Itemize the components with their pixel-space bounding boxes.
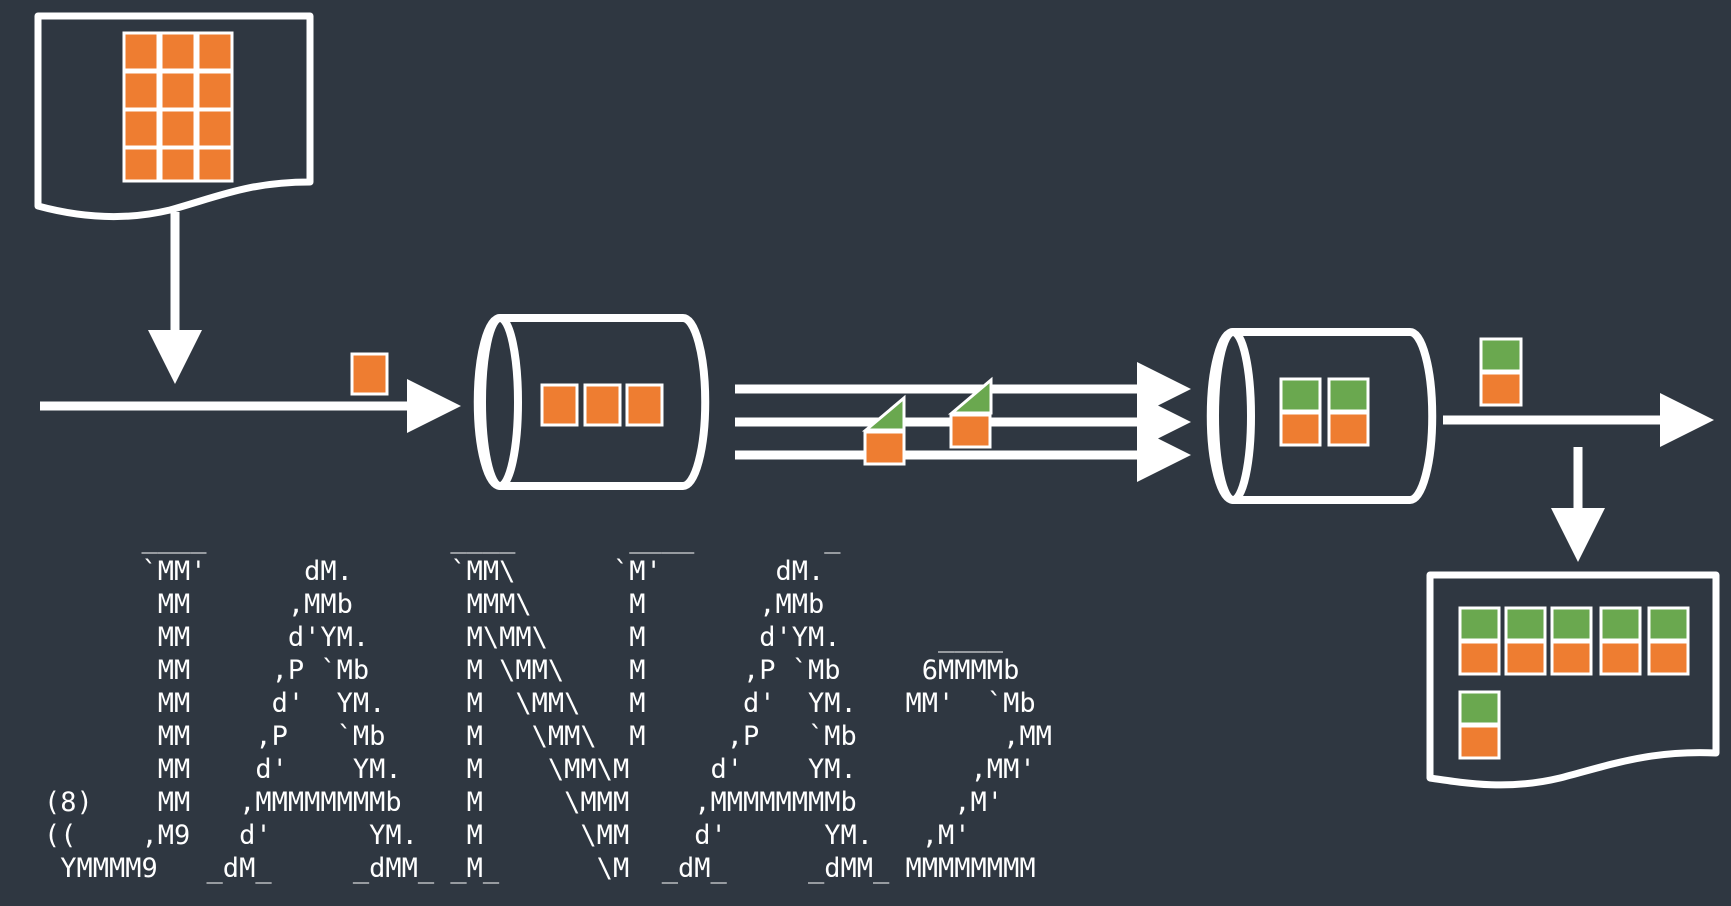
record-in-flight — [350, 352, 389, 396]
ascii-art-line: ____ ____ ____ _ — [44, 523, 841, 554]
queued-record — [540, 383, 579, 427]
source-cell — [196, 70, 234, 111]
ascii-art-line: YMMMM9 _dM_ _dMM_ _M_ \M _dM_ _dMM_ MMMM… — [44, 853, 1036, 884]
second-queue-cylinder — [1206, 328, 1437, 504]
queued-record — [625, 383, 664, 427]
queued-record — [583, 383, 622, 427]
output-cell-green — [1599, 606, 1642, 642]
output-record-top — [1479, 337, 1523, 373]
ascii-art-line: `MM' dM. `MM\ `M' dM. — [44, 556, 825, 587]
output-cell-orange — [1504, 640, 1547, 676]
queue-mouth — [1211, 328, 1255, 504]
source-cell — [196, 146, 234, 183]
source-cell — [159, 31, 197, 72]
ascii-art-line: MM d'YM. M\MM\ M d'YM. ____ — [44, 622, 1004, 653]
output-cell-orange — [1647, 640, 1690, 676]
output-record-bottom — [1479, 371, 1523, 407]
orange-block — [949, 413, 992, 449]
queue-mouth — [478, 314, 522, 490]
ascii-art-line: (( ,M9 d' YM. M \MM d' YM. ,M' — [44, 820, 971, 851]
source-cell — [159, 146, 197, 183]
enriching-record — [947, 376, 993, 449]
output-cell-orange — [1550, 640, 1593, 676]
source-cell — [159, 70, 197, 111]
output-cell-orange — [1599, 640, 1642, 676]
output-record — [1479, 337, 1523, 407]
output-cell-green — [1647, 606, 1690, 642]
ascii-art-line: MM ,MMb MMM\ M ,MMb — [44, 589, 825, 620]
partial-green-block — [861, 394, 906, 432]
source-cell — [122, 31, 160, 72]
output-document-icon — [1426, 571, 1720, 789]
output-cell-green — [1504, 606, 1547, 642]
orange-block — [863, 430, 906, 466]
enriched-top — [1279, 377, 1322, 413]
enriching-record — [861, 394, 906, 466]
ascii-art-line: (8) MM ,MMMMMMMMb M \MMM ,MMMMMMMMb ,M' — [44, 787, 1004, 818]
output-record-grid — [1458, 606, 1690, 760]
partial-green-block — [947, 376, 993, 415]
ascii-art-line: MM ,P `Mb M \MM\ M ,P `Mb 6MMMMb — [44, 655, 1020, 686]
source-cell — [122, 146, 160, 183]
source-cell — [196, 108, 234, 149]
output-cell-green — [1550, 606, 1593, 642]
ascii-art-line: MM d' YM. M \MM\M d' YM. ,MM' — [44, 754, 1036, 785]
source-document-icon — [34, 12, 314, 221]
output-cell-orange — [1458, 724, 1501, 760]
source-cell — [122, 108, 160, 149]
enriched-bottom — [1327, 411, 1370, 447]
source-data-grid — [122, 31, 234, 183]
output-cell-green — [1458, 690, 1501, 726]
output-cell-orange — [1458, 640, 1501, 676]
source-cell — [196, 31, 234, 72]
ascii-art-line: MM ,P `Mb M \MM\ M ,P `Mb ,MM — [44, 721, 1052, 752]
output-cell-green — [1458, 606, 1501, 642]
source-cell — [159, 108, 197, 149]
enriched-bottom — [1279, 411, 1322, 447]
first-queue-cylinder — [473, 314, 710, 490]
enriched-top — [1327, 377, 1370, 413]
ascii-art-line: MM d' YM. M \MM\ M d' YM. MM' `Mb — [44, 688, 1036, 719]
